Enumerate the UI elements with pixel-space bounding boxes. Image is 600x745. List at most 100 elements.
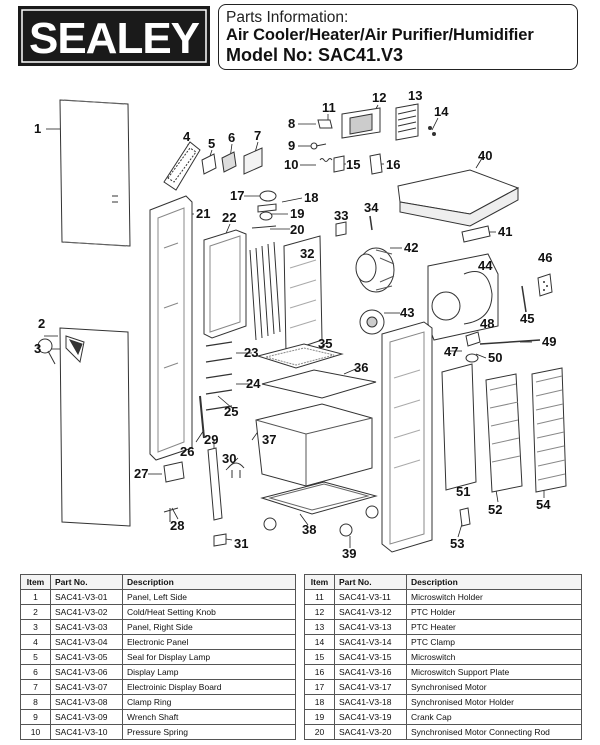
callout-16: 16 — [386, 157, 400, 172]
callout-51: 51 — [456, 484, 470, 499]
cell-item: 20 — [304, 724, 335, 740]
table-header-row: Item Part No. Description — [20, 574, 296, 590]
callout-25: 25 — [224, 404, 238, 419]
table-header-row: Item Part No. Description — [304, 574, 582, 590]
cell-item: 10 — [20, 724, 51, 740]
callout-36: 36 — [354, 360, 368, 375]
part-bracket — [461, 225, 491, 243]
header-title: Air Cooler/Heater/Air Purifier/Humidifie… — [226, 26, 534, 44]
callout-46: 46 — [538, 250, 552, 265]
cell-item: 3 — [20, 619, 51, 635]
cell-part-no: SAC41-V3-02 — [50, 604, 123, 620]
callout-53: 53 — [450, 536, 464, 551]
cell-description: PTC Clamp — [406, 634, 582, 650]
part-water-tank — [255, 403, 373, 487]
cell-part-no: SAC41-V3-13 — [334, 619, 407, 635]
brand-name: SEALEY — [29, 14, 200, 63]
cell-part-no: SAC41-V3-06 — [50, 664, 123, 680]
callout-49: 49 — [542, 334, 556, 349]
cell-item: 12 — [304, 604, 335, 620]
callout-41: 41 — [498, 224, 512, 239]
part-rod — [199, 395, 205, 439]
callout-14: 14 — [434, 104, 449, 119]
callout-29: 29 — [204, 432, 218, 447]
callout-37: 37 — [262, 432, 276, 447]
column-header-part-no: Part No. — [50, 574, 123, 590]
cell-part-no: SAC41-V3-19 — [334, 709, 407, 725]
cell-description: Seal for Display Lamp — [122, 649, 296, 665]
callout-22: 22 — [222, 210, 236, 225]
callout-18: 18 — [304, 190, 318, 205]
cell-item: 18 — [304, 694, 335, 710]
part-filter-frame — [203, 229, 247, 339]
callout-30: 30 — [222, 451, 236, 466]
callout-2: 2 — [38, 316, 45, 331]
callout-8: 8 — [288, 116, 295, 131]
cell-description: Synchronised Motor — [406, 679, 582, 695]
callout-9: 9 — [288, 138, 295, 153]
cell-part-no: SAC41-V3-15 — [334, 649, 407, 665]
cell-description: Wrench Shaft — [122, 709, 296, 725]
cell-description: Microswitch Holder — [406, 589, 582, 605]
part-setting-knob — [37, 338, 56, 365]
cell-description: PTC Heater — [406, 619, 582, 635]
callout-20: 20 — [290, 222, 304, 237]
part-electronic-panel-group — [163, 141, 263, 191]
part-remote-and-rod — [521, 273, 553, 313]
callout-52: 52 — [488, 502, 502, 517]
callout-35: 35 — [318, 336, 332, 351]
callout-21: 21 — [196, 206, 210, 221]
cell-item: 7 — [20, 679, 51, 695]
part-fan-motor — [359, 309, 385, 335]
column-header-description: Description — [406, 574, 582, 590]
column-header-item: Item — [20, 574, 51, 590]
cell-part-no: SAC41-V3-08 — [50, 694, 123, 710]
cell-description: PTC Holder — [406, 604, 582, 620]
callout-47: 47 — [444, 344, 458, 359]
callout-50: 50 — [488, 350, 502, 365]
callout-40: 40 — [478, 148, 492, 163]
part-castor-base — [260, 481, 379, 537]
cell-part-no: SAC41-V3-09 — [50, 709, 123, 725]
cell-description: Panel, Right Side — [122, 619, 296, 635]
callout-23: 23 — [244, 345, 258, 360]
callout-48: 48 — [480, 316, 494, 331]
callout-13: 13 — [408, 88, 422, 103]
cell-item: 4 — [20, 634, 51, 650]
part-float-and-pump — [465, 331, 541, 363]
callout-28: 28 — [170, 518, 184, 533]
cell-part-no: SAC41-V3-14 — [334, 634, 407, 650]
cell-item: 9 — [20, 709, 51, 725]
cell-item: 13 — [304, 619, 335, 635]
column-header-description: Description — [122, 574, 296, 590]
callout-39: 39 — [342, 546, 356, 561]
callout-5: 5 — [208, 136, 215, 151]
callout-15: 15 — [346, 157, 360, 172]
callout-45: 45 — [520, 311, 534, 326]
part-filter-trays — [256, 343, 377, 399]
parts-info-header: Parts Information: Air Cooler/Heater/Air… — [218, 4, 578, 70]
callout-44: 44 — [478, 258, 493, 273]
cell-item: 16 — [304, 664, 335, 680]
part-louvre-rods — [205, 241, 281, 411]
cell-part-no: SAC41-V3-01 — [50, 589, 123, 605]
callout-33: 33 — [334, 208, 348, 223]
column-header-item: Item — [304, 574, 335, 590]
cell-item: 2 — [20, 604, 51, 620]
callout-4: 4 — [183, 129, 191, 144]
part-rear-grille — [531, 367, 567, 493]
callout-7: 7 — [254, 128, 261, 143]
part-synchronised-motor-group — [251, 190, 277, 229]
callout-34: 34 — [364, 200, 379, 215]
